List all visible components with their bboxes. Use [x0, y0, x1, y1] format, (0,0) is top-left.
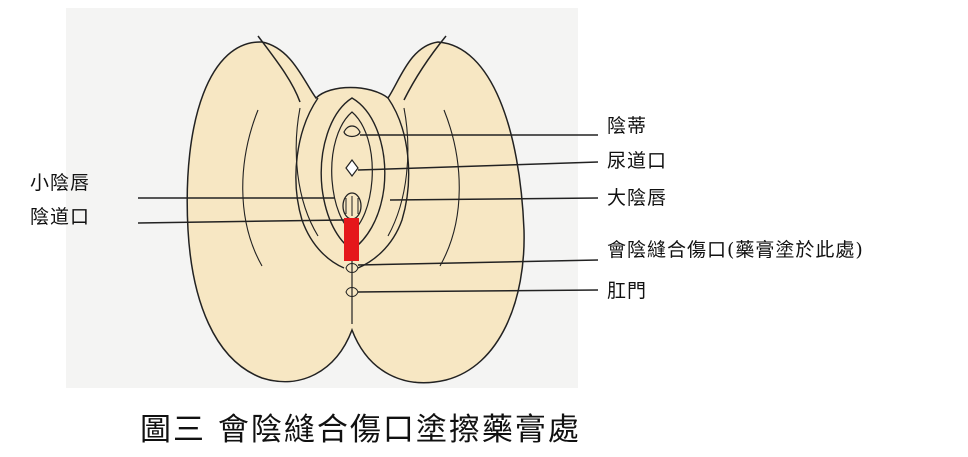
- labia-majora-left: [295, 97, 345, 269]
- left-outer-curve: [242, 109, 263, 267]
- labia-majora-right: [357, 97, 410, 269]
- leader-labia-majora: [389, 197, 599, 201]
- clitoris: [343, 125, 361, 138]
- label-urethral-opening: 尿道口: [607, 150, 668, 172]
- label-labia-majora: 大陰唇: [607, 187, 668, 209]
- right-thigh-line: [403, 35, 447, 101]
- left-thigh-line: [257, 35, 301, 103]
- leader-anus: [357, 289, 599, 293]
- urethral-opening: [345, 159, 359, 177]
- label-perineal-wound: 會陰縫合傷口(藥膏塗於此處): [607, 239, 864, 261]
- label-clitoris: 陰蒂: [607, 115, 648, 137]
- figure-caption: 圖三 會陰縫合傷口塗擦藥膏處: [140, 412, 581, 448]
- right-outer-curve: [439, 109, 460, 267]
- label-vaginal-opening: 陰道口: [30, 206, 91, 228]
- label-anus: 肛門: [607, 280, 648, 302]
- left-fold: [295, 107, 319, 237]
- perineal-wound-marker: [344, 218, 359, 261]
- leader-vaginal-opening: [137, 219, 345, 224]
- label-labia-minora: 小陰唇: [30, 172, 91, 194]
- leader-urethral-opening: [357, 161, 599, 171]
- leader-perineal-wound: [357, 259, 599, 266]
- right-fold: [387, 107, 409, 237]
- vaginal-folds: [345, 196, 359, 216]
